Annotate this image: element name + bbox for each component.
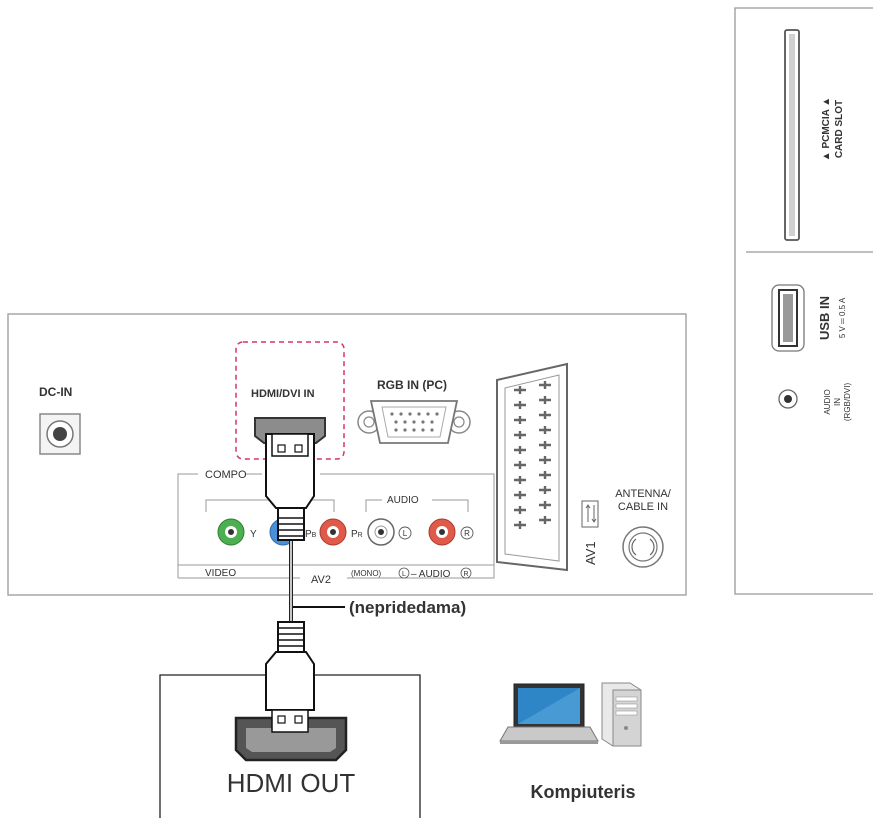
audio-label: AUDIO xyxy=(387,495,419,506)
usb-power-label: 5 V ═ 0.5 A xyxy=(838,297,847,338)
jack-l-letter: L xyxy=(403,529,408,538)
hdmi-out-label: HDMI OUT xyxy=(227,768,356,798)
scart-pin xyxy=(514,446,526,454)
mono-text: (MONO) xyxy=(351,569,382,578)
scart-pin xyxy=(539,486,551,494)
jack-y xyxy=(217,518,245,546)
mono-audio-word: – AUDIO xyxy=(411,569,451,580)
desktop-tower-icon xyxy=(601,682,642,747)
scart-pin xyxy=(539,471,551,479)
antenna-label-line2: CABLE IN xyxy=(618,501,668,513)
scart-pin xyxy=(514,386,526,394)
hdmi-out-port xyxy=(234,716,348,762)
scart-pin xyxy=(539,516,551,524)
jack-pr xyxy=(319,518,347,546)
antenna-label-line1: ANTENNA/ xyxy=(615,488,672,500)
jack-audio-l xyxy=(367,518,395,546)
audio-in-line1: AUDIO xyxy=(823,389,832,414)
jack-pb-label: PB xyxy=(305,529,317,540)
audio-in-jack xyxy=(778,389,798,409)
jack-audio-r xyxy=(428,518,456,546)
scart-pin xyxy=(514,476,526,484)
antenna-port xyxy=(622,526,664,568)
scart-pin xyxy=(514,431,526,439)
pcmcia-label-line1: ▲ PCMCIA ▲ xyxy=(821,97,832,161)
rgb-in-label: RGB IN (PC) xyxy=(377,378,447,392)
pcmcia-label-line2: CARD SLOT xyxy=(834,100,845,158)
mono-l-letter: L xyxy=(402,571,406,578)
audio-in-line3: (RGB/DVI) xyxy=(843,383,852,422)
usb-in-label: USB IN xyxy=(817,296,832,340)
pcmcia-slot xyxy=(784,29,800,241)
jack-pr-label: PR xyxy=(351,529,363,540)
usb-port xyxy=(771,284,805,352)
dc-in-label: DC-IN xyxy=(39,385,72,399)
mono-audio-label: (MONO) L – AUDIO R xyxy=(351,567,472,580)
scart-pin xyxy=(539,396,551,404)
scart-pin xyxy=(514,401,526,409)
scart-pin xyxy=(514,461,526,469)
jack-r-label: R xyxy=(460,526,474,540)
dc-in-port: DC-IN xyxy=(39,385,81,455)
scart-connector xyxy=(496,362,568,572)
scart-pin xyxy=(539,501,551,509)
scart-pin xyxy=(514,506,526,514)
jack-y-label: Y xyxy=(250,529,257,540)
av2-label: AV2 xyxy=(311,574,331,586)
rear-panel xyxy=(7,313,687,596)
vga-port xyxy=(357,400,471,444)
mono-r-letter: R xyxy=(463,571,468,578)
audio-in-line2: IN xyxy=(833,398,842,406)
av1-label: AV1 xyxy=(583,541,598,565)
scart-pin xyxy=(539,441,551,449)
jack-l-label: L xyxy=(398,526,412,540)
scart-pin xyxy=(514,416,526,424)
jack-r-letter: R xyxy=(464,529,470,538)
laptop-icon xyxy=(499,683,599,744)
component-group xyxy=(177,473,495,579)
scart-pin xyxy=(539,426,551,434)
video-label: VIDEO xyxy=(205,568,236,579)
scart-pin xyxy=(514,491,526,499)
cable-note: (nepridedama) xyxy=(349,598,466,617)
hdmi-cable xyxy=(265,433,315,733)
scart-pin xyxy=(539,381,551,389)
scart-pin xyxy=(539,456,551,464)
component-label: COMPO xyxy=(205,469,247,481)
side-panel xyxy=(734,7,873,595)
scart-pin xyxy=(539,411,551,419)
computer-label: Kompiuteris xyxy=(530,782,635,802)
scart-pin xyxy=(514,521,526,529)
hdmi-dvi-in-label: HDMI/DVI IN xyxy=(251,388,315,400)
av1-switch-icon xyxy=(581,500,599,528)
